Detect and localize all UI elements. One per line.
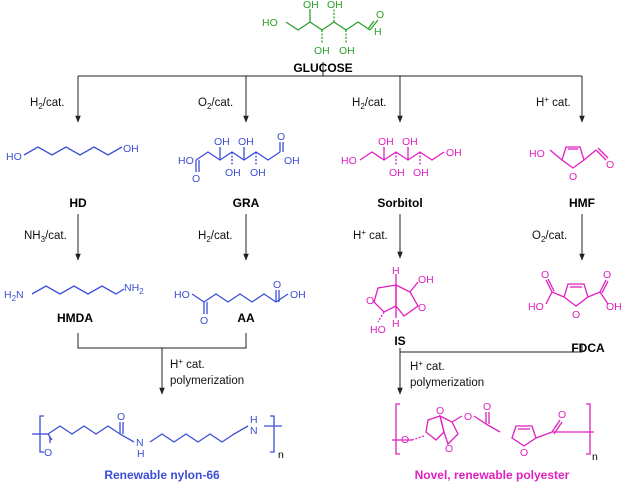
aa-o-label: O bbox=[273, 279, 281, 291]
polyester-structure bbox=[392, 403, 594, 455]
gra-oh-label: OH bbox=[284, 155, 300, 167]
is-structure bbox=[373, 274, 419, 323]
nylon-n-label: N bbox=[136, 437, 144, 449]
polyester-o-label: O bbox=[401, 434, 409, 446]
sorbitol-ho-label: HO bbox=[341, 155, 357, 167]
gra-o-label: O bbox=[277, 131, 285, 143]
compound-sorbitol: Sorbitol bbox=[377, 196, 422, 210]
sorbitol-oh-label: OH bbox=[389, 167, 405, 179]
gra-oh-label: OH bbox=[225, 167, 241, 179]
hmf-o-label: O bbox=[606, 159, 614, 171]
glucose-structure bbox=[285, 9, 379, 43]
fdca-o-label: O bbox=[603, 269, 611, 281]
hmf-structure bbox=[549, 146, 609, 169]
nylon-o-label: O bbox=[117, 411, 125, 423]
condition-h2-cat: H2/cat. bbox=[198, 230, 233, 244]
hmda-structure bbox=[31, 285, 125, 295]
product-polyester: Novel, renewable polyester bbox=[415, 468, 570, 482]
is-ho-label: HO bbox=[370, 324, 386, 336]
is-h-label: H bbox=[392, 265, 400, 277]
second-flow-arrows bbox=[75, 214, 585, 261]
sorbitol-structure bbox=[359, 147, 445, 165]
glucose-h-label: H bbox=[374, 26, 382, 38]
polyester-ring-o-label: O bbox=[520, 447, 528, 459]
aa-o-label: O bbox=[200, 315, 208, 327]
is-o-label: O bbox=[366, 295, 374, 307]
hmf-ring-o-label: O bbox=[569, 171, 577, 183]
is-oh-label: OH bbox=[418, 274, 434, 286]
compound-fdca: FDCA bbox=[571, 341, 605, 355]
is-o-label: O bbox=[418, 302, 426, 314]
top-flow-lines bbox=[75, 62, 585, 123]
fdca-ho-label: HO bbox=[528, 301, 544, 313]
condition-h-plus-cat: H+ cat. bbox=[536, 95, 571, 109]
nylon-h-label: H bbox=[137, 448, 145, 460]
condition-h-plus-cat: H+ cat. bbox=[410, 359, 445, 373]
condition-h-plus-cat: H+ cat. bbox=[353, 228, 388, 242]
condition-nh3-cat: NH3/cat. bbox=[24, 230, 67, 244]
gra-oh-label: OH bbox=[214, 136, 230, 148]
hd-ho-label: HO bbox=[6, 151, 22, 163]
hmda-nh2-label: NH2 bbox=[124, 282, 144, 296]
gra-oh-label: OH bbox=[250, 167, 266, 179]
condition-o2-cat: O2/cat. bbox=[532, 230, 567, 244]
gra-oh-label: OH bbox=[238, 136, 254, 148]
polyester-o-label: O bbox=[483, 401, 491, 413]
polyester-n-subscript: n bbox=[592, 451, 598, 463]
gra-o-label: O bbox=[192, 173, 200, 185]
hmda-h2n-label: H2N bbox=[4, 289, 24, 303]
gra-ho-label: HO bbox=[178, 155, 194, 167]
sorbitol-oh-label: OH bbox=[446, 147, 462, 159]
polymerization-flow bbox=[77, 333, 583, 395]
fdca-o-label: O bbox=[541, 269, 549, 281]
condition-polymerization: polymerization bbox=[410, 377, 484, 389]
hd-oh-label: OH bbox=[123, 143, 139, 155]
nylon-structure bbox=[32, 415, 282, 453]
nylon-n-label: N bbox=[250, 425, 258, 437]
polyester-o-label: O bbox=[436, 405, 444, 417]
gra-structure bbox=[195, 142, 284, 172]
glucose-oh-label: OH bbox=[339, 45, 355, 57]
glucose-o-label: O bbox=[376, 9, 384, 21]
aa-ho-label: HO bbox=[174, 289, 190, 301]
polyester-o-label: O bbox=[464, 411, 472, 423]
sorbitol-oh-label: OH bbox=[378, 136, 394, 148]
compound-is: IS bbox=[394, 334, 405, 348]
fdca-oh-label: OH bbox=[606, 301, 622, 313]
nylon-h-label: H bbox=[250, 414, 258, 426]
glucose-oh-label: OH bbox=[303, 0, 319, 11]
fdca-structure bbox=[545, 278, 609, 307]
sorbitol-oh-label: OH bbox=[402, 136, 418, 148]
is-h-label: H bbox=[392, 318, 400, 330]
polyester-o-label: O bbox=[445, 443, 453, 455]
glucose-ho-label: HO bbox=[262, 17, 278, 29]
condition-h2-cat: H2/cat. bbox=[352, 97, 387, 111]
glucose-oh-label: OH bbox=[327, 0, 343, 11]
hd-structure bbox=[23, 146, 123, 156]
compound-gra: GRA bbox=[233, 196, 260, 210]
nylon-o-label: O bbox=[44, 447, 52, 459]
compound-hmda: HMDA bbox=[57, 311, 93, 325]
sorbitol-oh-label: OH bbox=[413, 167, 429, 179]
aa-oh-label: OH bbox=[290, 289, 306, 301]
glucose-oh-label: OH bbox=[314, 45, 330, 57]
compound-hmf: HMF bbox=[569, 196, 595, 210]
polyester-o-label: O bbox=[558, 409, 566, 421]
condition-polymerization: polymerization bbox=[170, 375, 244, 387]
condition-o2-cat: O2/cat. bbox=[198, 97, 233, 111]
hmf-ho-label: HO bbox=[529, 148, 545, 160]
compound-hd: HD bbox=[69, 196, 87, 210]
product-nylon-66: Renewable nylon-66 bbox=[104, 468, 220, 482]
nylon-n-subscript: n bbox=[278, 449, 284, 461]
compound-aa: AA bbox=[237, 311, 255, 325]
fdca-ring-o-label: O bbox=[572, 309, 580, 321]
condition-h2-cat: H2/cat. bbox=[30, 97, 65, 111]
condition-h-plus-cat: H+ cat. bbox=[170, 357, 205, 371]
aa-structure bbox=[191, 290, 289, 314]
